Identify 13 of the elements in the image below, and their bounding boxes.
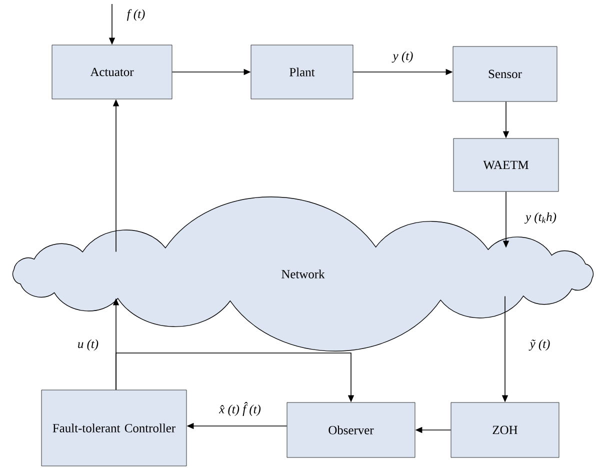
edge-label: f (t) bbox=[126, 9, 145, 21]
edge-label: y (t) bbox=[392, 51, 413, 63]
block-box: Fault-tolerant Controller bbox=[41, 390, 187, 466]
edge-label: y (t$_{k}$h) bbox=[524, 212, 556, 224]
edge-label: ỹ (t) bbox=[528, 339, 550, 351]
block-box: WAETM bbox=[453, 138, 559, 192]
block-box: Observer bbox=[286, 402, 416, 458]
block-box: Plant bbox=[250, 44, 354, 100]
edge-label: x̂ (t) f̂ (t) bbox=[218, 402, 261, 416]
edge-label: u (t) bbox=[78, 339, 98, 351]
block-box: Actuator bbox=[52, 44, 172, 100]
block-box: Sensor bbox=[452, 46, 558, 102]
block-box: ZOH bbox=[450, 402, 560, 458]
